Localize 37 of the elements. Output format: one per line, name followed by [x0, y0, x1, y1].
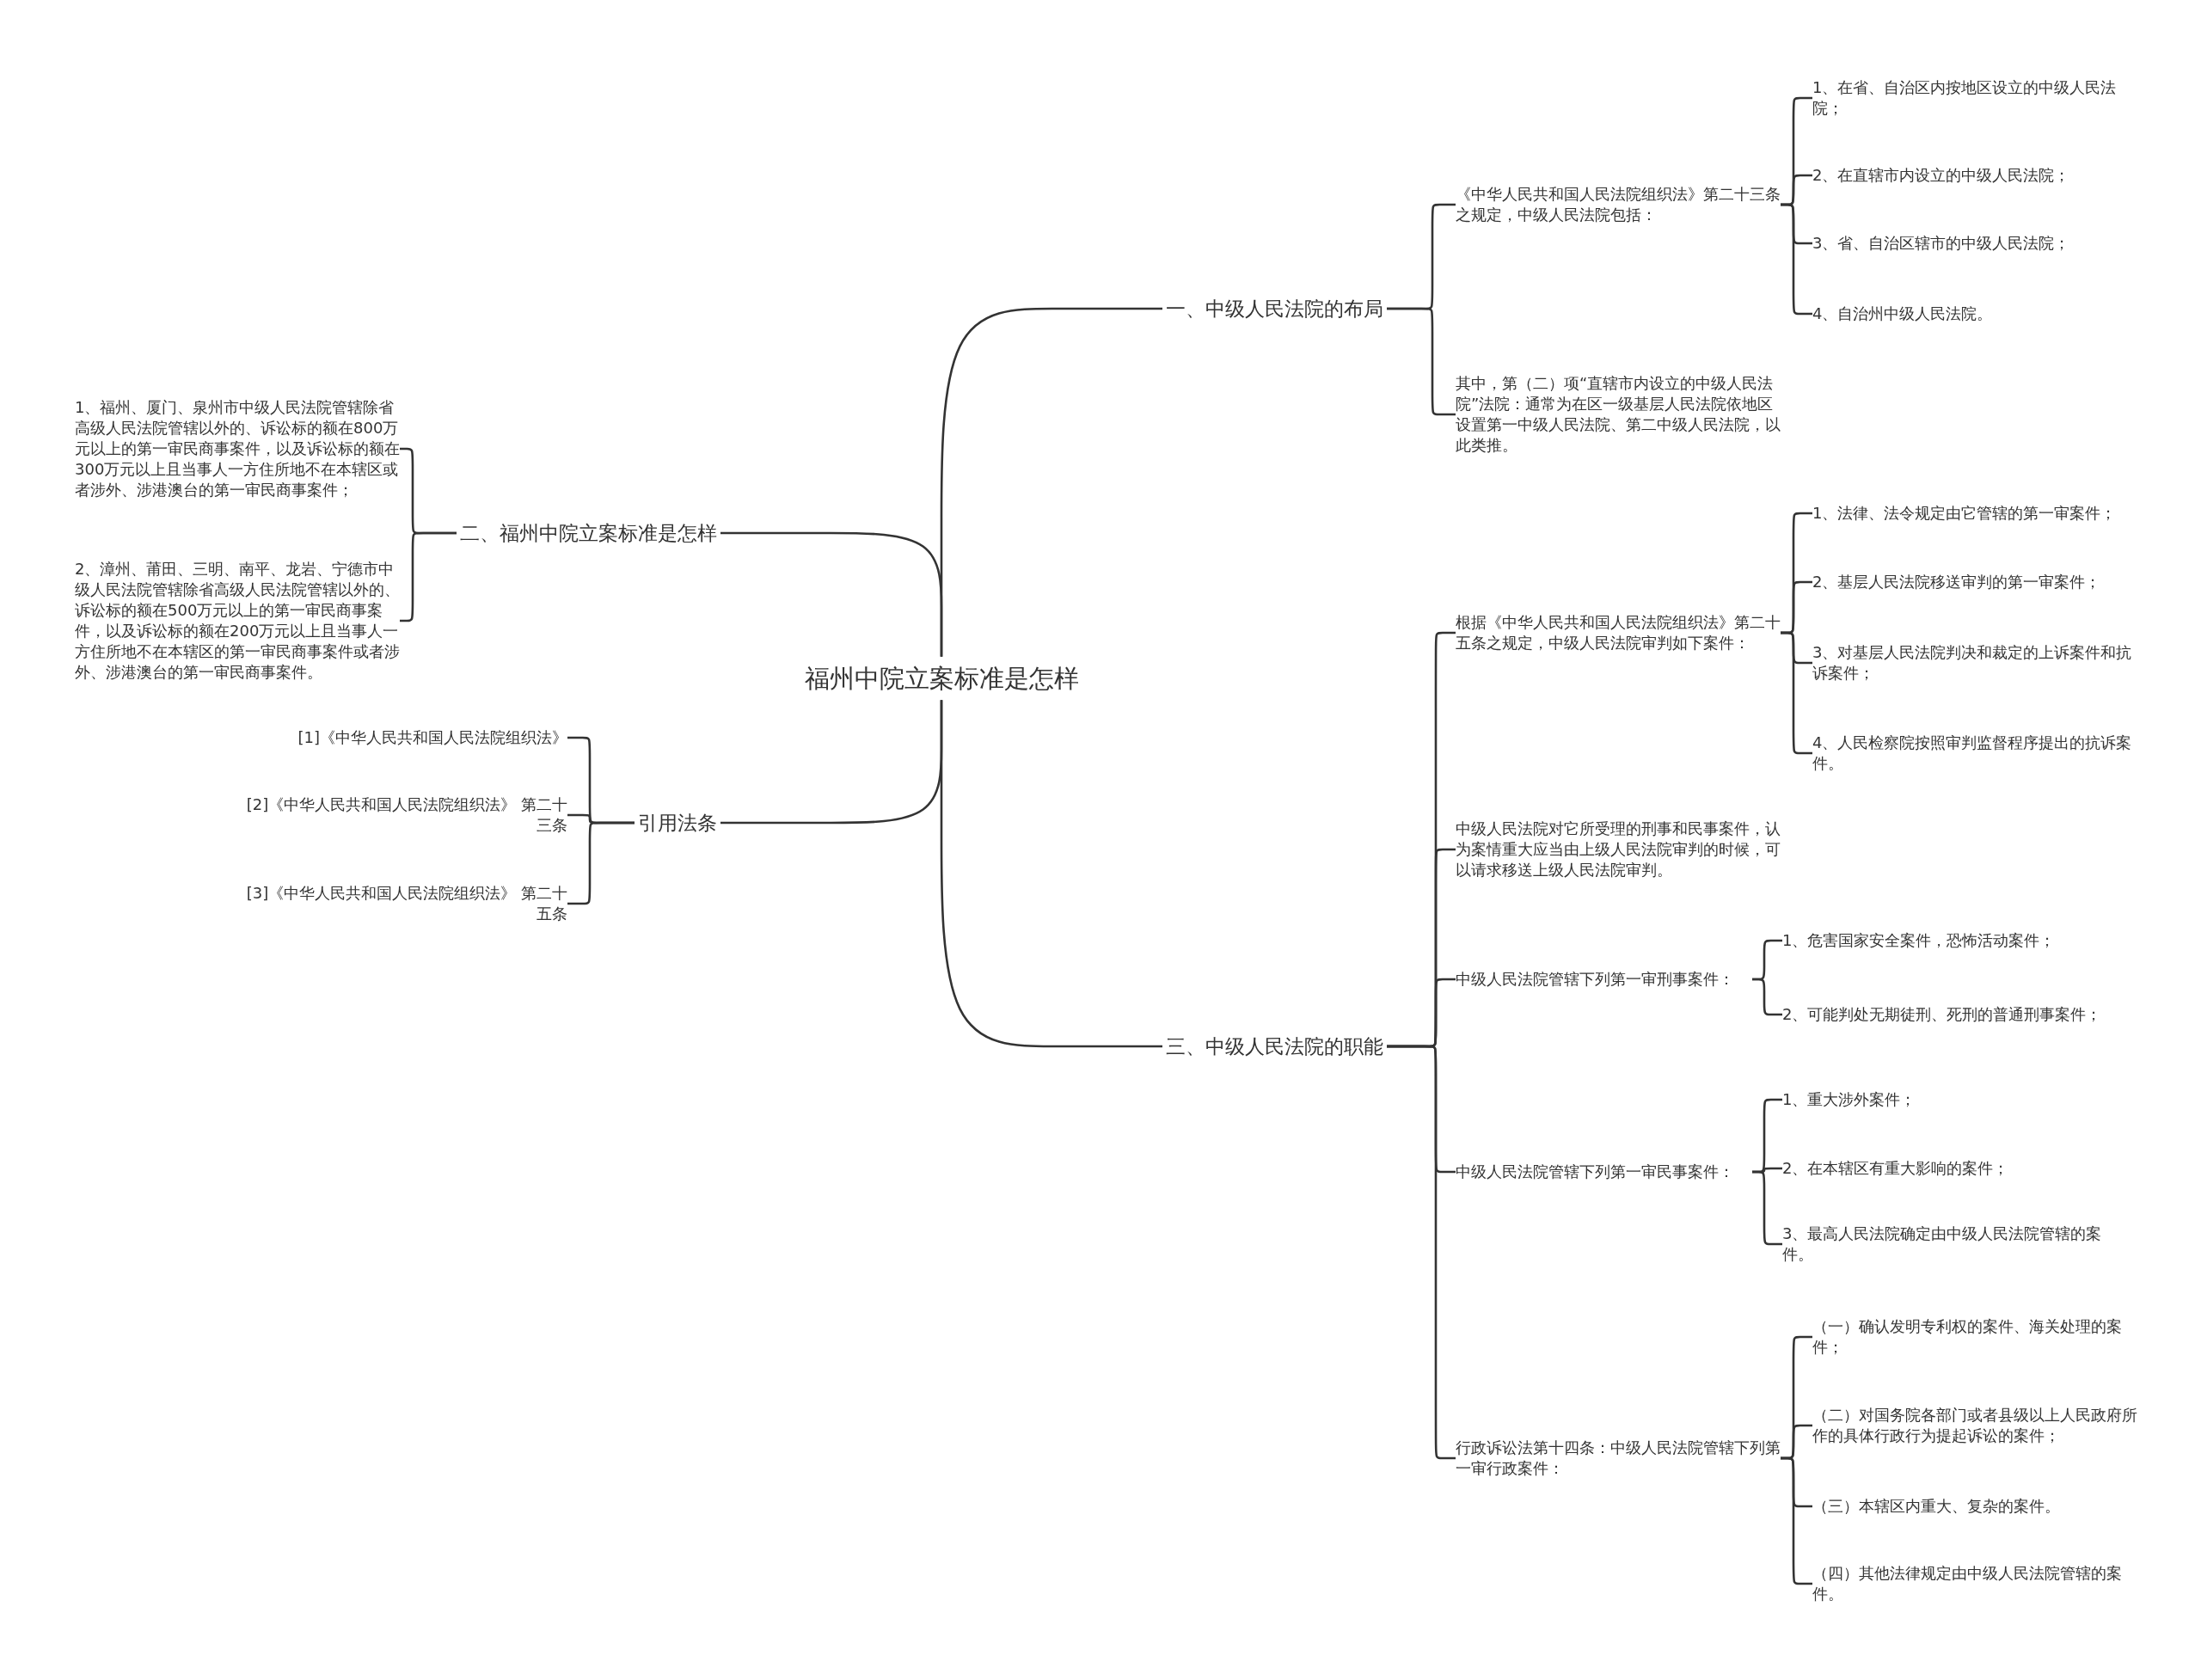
topic-text: 《中华人民共和国人民法院组织法》第二十三条之规定，中级人民法院包括：	[1456, 184, 1781, 225]
topic-text: [2]《中华人民共和国人民法院组织法》 第二十三条	[242, 794, 567, 836]
topic-text: 4、人民检察院按照审判监督程序提出的抗诉案件。	[1812, 733, 2137, 774]
topic-text: 1、法律、法令规定由它管辖的第一审案件；	[1812, 503, 2137, 524]
branch-topic: 引用法条	[635, 806, 720, 840]
connector-line	[1752, 978, 1782, 1016]
topic-text: 2、在本辖区有重大影响的案件；	[1782, 1158, 2107, 1179]
topic-text: [1]《中华人民共和国人民法院组织法》	[242, 727, 567, 748]
central-topic: 福州中院立案标准是怎样	[791, 656, 1092, 701]
topic-text: （四）其他法律规定由中级人民法院管辖的案件。	[1812, 1563, 2137, 1604]
topic-text: （二）对国务院各部门或者县级以上人民政府所作的具体行政行为提起诉讼的案件；	[1812, 1405, 2137, 1446]
topic-text: （三）本辖区内重大、复杂的案件。	[1812, 1496, 2137, 1517]
branch-topic: 二、福州中院立案标准是怎样	[457, 516, 720, 550]
topic-text: 3、省、自治区辖市的中级人民法院；	[1812, 233, 2137, 254]
topic-text: 3、对基层人民法院判决和裁定的上诉案件和抗诉案件；	[1812, 642, 2137, 684]
topic-text: 4、自治州中级人民法院。	[1812, 304, 2137, 324]
connector-line	[720, 531, 943, 657]
topic-text: [3]《中华人民共和国人民法院组织法》 第二十五条	[242, 883, 567, 924]
topic-text: （一）确认发明专利权的案件、海关处理的案件；	[1812, 1316, 2137, 1358]
topic-text: 中级人民法院对它所受理的刑事和民事案件，认为案情重大应当由上级人民法院审判的时候，可以请求移送上级人民法院审判。	[1456, 819, 1781, 880]
branch-topic: 一、中级人民法院的布局	[1162, 291, 1387, 326]
connector-line	[940, 700, 1162, 1048]
topic-text: 2、在直辖市内设立的中级人民法院；	[1812, 165, 2137, 186]
topic-text: 3、最高人民法院确定由中级人民法院管辖的案件。	[1782, 1223, 2107, 1265]
topic-text: 1、在省、自治区内按地区设立的中级人民法院；	[1812, 77, 2137, 119]
topic-text: 1、危害国家安全案件，恐怖活动案件；	[1782, 930, 2107, 951]
topic-text: 1、重大涉外案件；	[1782, 1089, 2107, 1110]
branch-topic: 三、中级人民法院的职能	[1162, 1029, 1387, 1064]
topic-text: 2、漳州、莆田、三明、南平、龙岩、宁德市中级人民法院管辖除省高级人民法院管辖以外的、诉讼标的额在500万元以上的第一审民商事案件，以及诉讼标的额在200万元以上且当事人一方住所地不在本辖区的第一审民商事案件或者涉外、涉港澳台的第一审民商事案件。	[75, 559, 400, 683]
topic-text: 中级人民法院管辖下列第一审刑事案件：	[1456, 969, 1752, 990]
topic-text: 根据《中华人民共和国人民法院组织法》第二十五条之规定，中级人民法院审判如下案件：	[1456, 612, 1781, 653]
topic-text: 1、福州、厦门、泉州市中级人民法院管辖除省高级人民法院管辖以外的、诉讼标的额在800万元以上的第一审民商事案件，以及诉讼标的额在300万元以上且当事人一方住所地不在本辖区或者涉外、涉港澳台的第一审民商事案件；	[75, 397, 400, 500]
topic-text: 其中，第（二）项“直辖市内设立的中级人民法院”法院：通常为在区一级基层人民法院依地区设置第一中级人民法院、第二中级人民法院，以此类推。	[1456, 373, 1781, 456]
topic-text: 行政诉讼法第十四条：中级人民法院管辖下列第一审行政案件：	[1456, 1438, 1781, 1479]
topic-text: 中级人民法院管辖下列第一审民事案件：	[1456, 1162, 1752, 1182]
topic-text: 2、基层人民法院移送审判的第一审案件；	[1812, 572, 2137, 592]
topic-text: 2、可能判处无期徒刑、死刑的普通刑事案件；	[1782, 1004, 2107, 1025]
